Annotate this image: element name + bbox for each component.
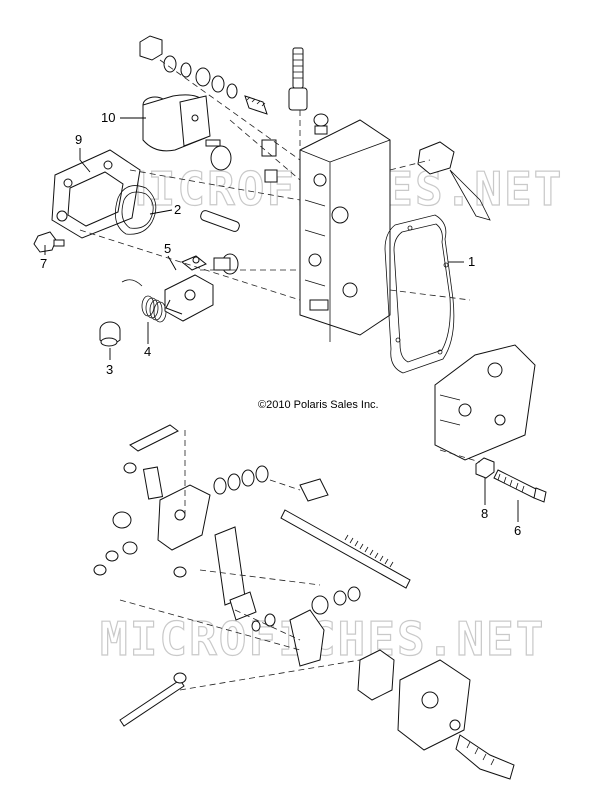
cover-plate-part [51,149,141,239]
bracket-part [164,253,239,322]
assembly-line [269,479,301,491]
callout-5: 5 [164,241,171,256]
assembly-line [199,569,321,586]
assembly-line [159,59,301,161]
long-bolt-part [493,469,547,503]
top-fastener-stack [139,35,268,115]
assembly-line [229,119,301,181]
lower-assembly [93,424,515,780]
callout-6: 6 [514,523,521,538]
assembly-line [119,599,301,651]
callout-7: 7 [40,256,47,271]
housing-body-part [261,119,391,342]
cover-gasket-part [114,185,157,235]
nut-part [475,457,495,479]
callout-9: 9 [75,132,82,147]
assembly-line [79,229,301,301]
callout-leaders [44,117,519,522]
callout-1: 1 [468,254,475,269]
assembly-line [389,289,471,301]
assembly-line [389,159,431,171]
housing-gasket-part [384,214,455,374]
plug-bolt-part [33,231,65,253]
copyright-notice: ©2010 Polaris Sales Inc. [258,399,379,411]
callout-4: 4 [144,344,151,359]
callout-3: 3 [106,362,113,377]
top-screw [288,47,329,135]
assembly-line [234,609,301,641]
callout-8: 8 [481,506,488,521]
cap-part [99,321,121,347]
callout-10: 10 [101,110,115,125]
housing-half-part [434,344,536,461]
solenoid-part [142,94,232,171]
sensor-part [417,141,491,221]
assembly-line [129,169,301,201]
upper-assembly [33,35,547,503]
assembly-line [439,449,481,463]
pin-part [200,210,240,232]
assembly-line [179,659,361,691]
spring-part [121,279,167,323]
callout-2: 2 [174,202,181,217]
